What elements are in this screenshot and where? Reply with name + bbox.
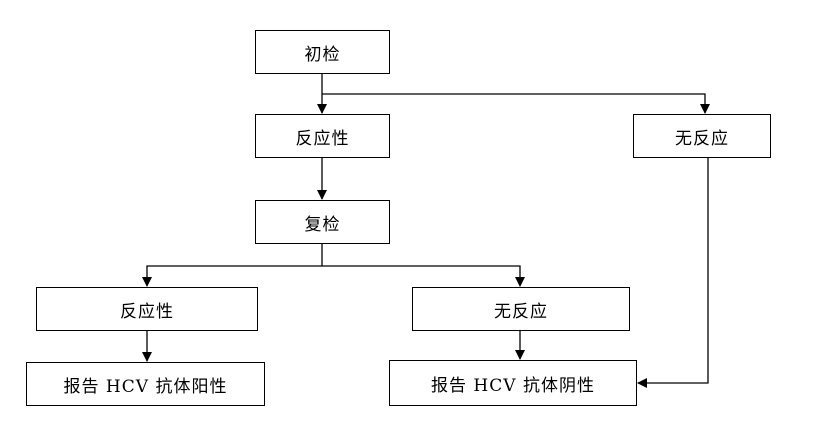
node-report-positive: 报告 HCV 抗体阳性 xyxy=(26,362,265,406)
node-reactive-2: 反应性 xyxy=(36,287,258,331)
node-report-negative-label: 报告 HCV 抗体阴性 xyxy=(431,375,595,396)
node-reactive-2-label: 反应性 xyxy=(120,301,174,322)
node-nonreactive-1: 无反应 xyxy=(633,114,771,158)
edge-retest-to-nonreactive xyxy=(322,265,525,287)
node-report-negative: 报告 HCV 抗体阴性 xyxy=(389,360,637,406)
node-nonreactive-2: 无反应 xyxy=(412,287,630,331)
node-nonreactive-1-label: 无反应 xyxy=(675,128,729,149)
node-initial-test: 初检 xyxy=(255,30,390,74)
node-initial-test-label: 初检 xyxy=(304,44,341,65)
node-nonreactive-2-label: 无反应 xyxy=(494,301,548,322)
edge-retest-to-reactive xyxy=(142,265,322,287)
node-report-positive-label: 报告 HCV 抗体阳性 xyxy=(63,376,228,397)
edge-initial-to-nonreactive xyxy=(322,93,710,114)
edge-nonreactive1-to-negative xyxy=(637,158,709,388)
node-reactive-1-label: 反应性 xyxy=(295,128,350,149)
node-reactive-1: 反应性 xyxy=(255,114,390,158)
node-retest: 复检 xyxy=(255,200,390,244)
node-retest-label: 复检 xyxy=(304,214,341,235)
